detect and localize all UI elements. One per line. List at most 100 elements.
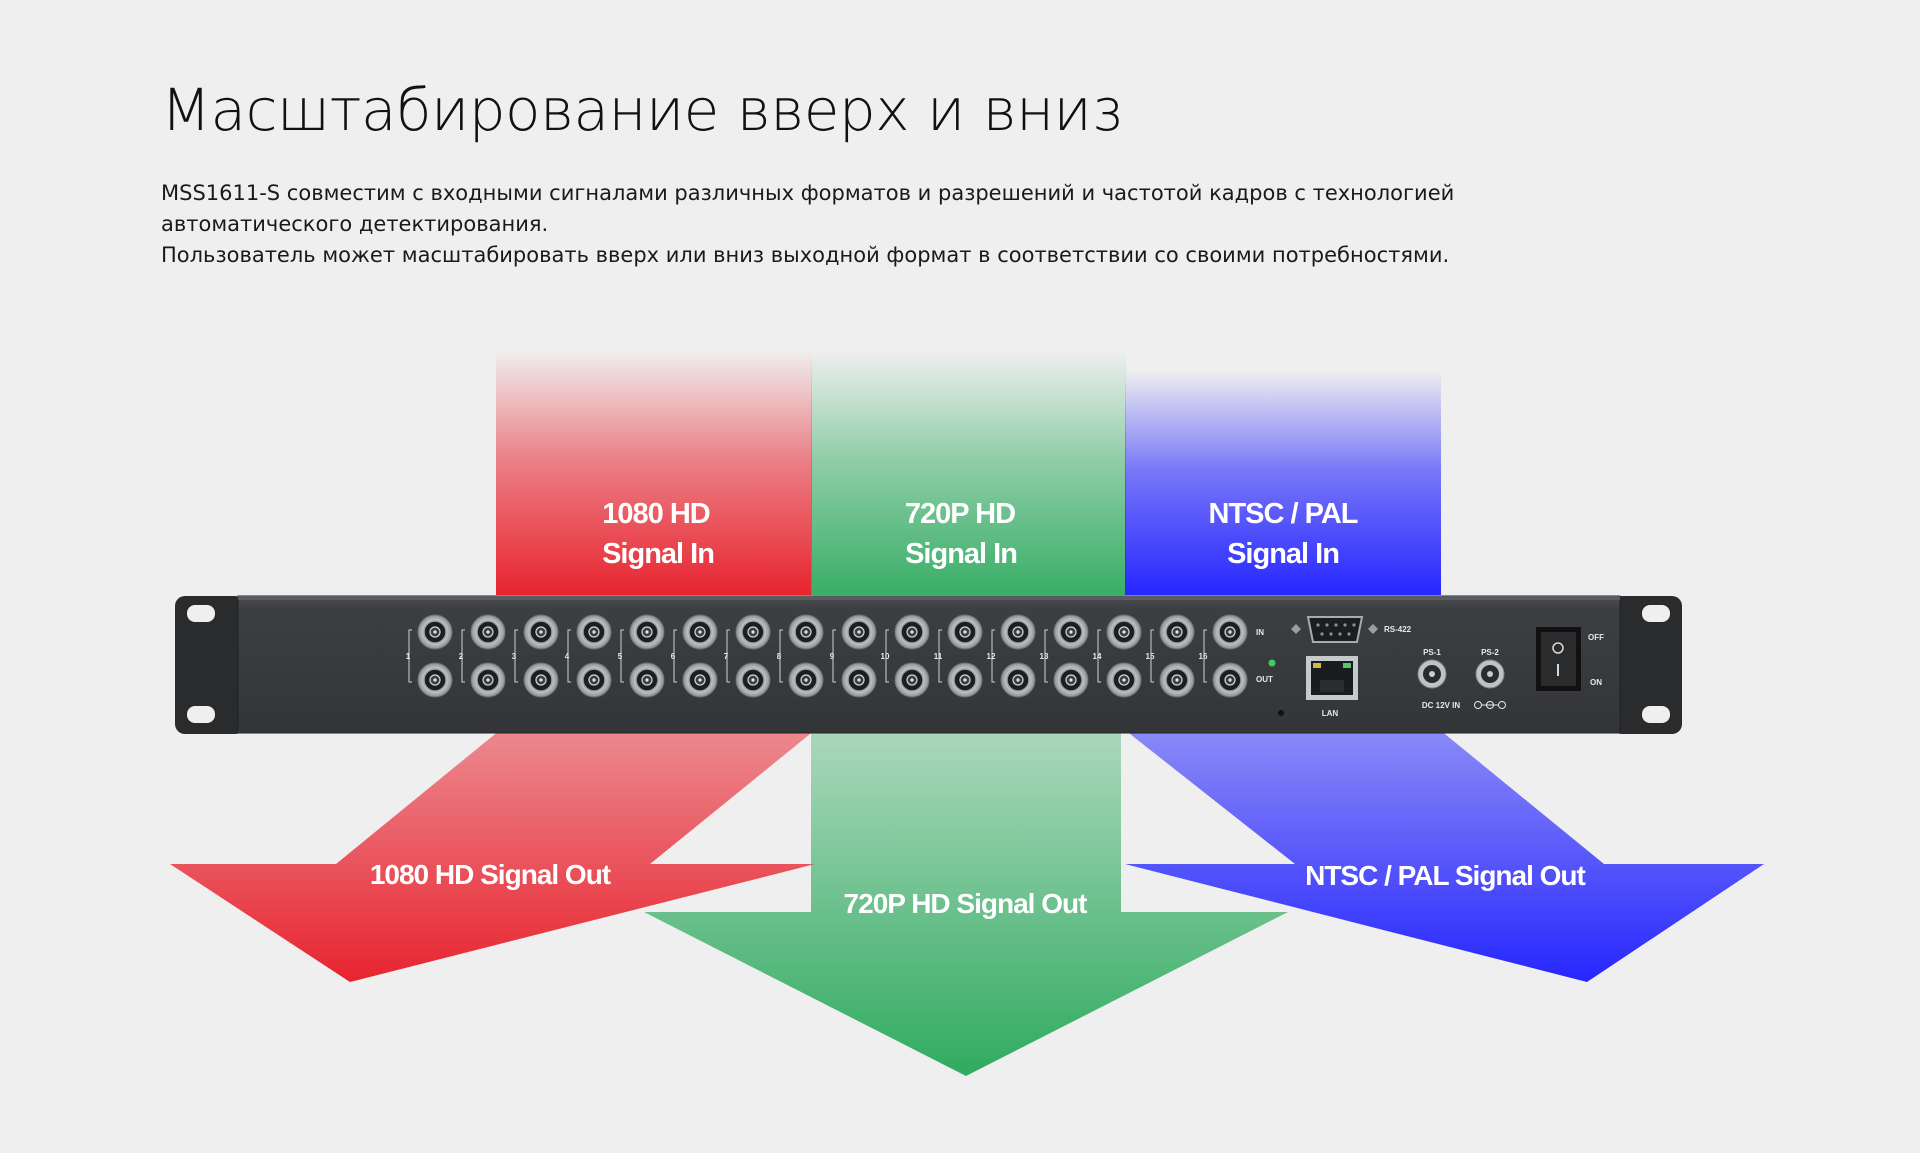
lan-label: LAN [1322, 709, 1339, 718]
channel-bracket [1150, 629, 1154, 683]
bnc-out-connector [894, 662, 930, 698]
bnc-in-connector [1159, 614, 1195, 650]
channel-bracket [461, 629, 465, 683]
bnc-in-connector [894, 614, 930, 650]
bnc-out-connector [1212, 662, 1248, 698]
channel-number: 3 [512, 652, 517, 661]
polarity-icon [1474, 701, 1506, 709]
bnc-out-connector [417, 662, 453, 698]
channel-bracket [779, 629, 783, 683]
device-top-edge [238, 596, 1620, 600]
mount-hole-bl [187, 706, 215, 723]
device-body [237, 595, 1621, 734]
channel-number: 6 [671, 652, 676, 661]
input-label-1080hd-line2: Signal In [602, 538, 714, 570]
status-led [1268, 659, 1276, 667]
page-title: Масштабирование вверх и вниз [161, 76, 1123, 144]
bnc-in-connector [1106, 614, 1142, 650]
description-paragraph-1: MSS1611-S совместим с входными сигналами… [161, 181, 1455, 236]
mount-hole-br [1642, 706, 1670, 723]
in-row-label: IN [1256, 628, 1264, 637]
description-paragraph-2: Пользователь может масштабировать вверх … [161, 243, 1450, 267]
ps1-label: PS-1 [1423, 648, 1441, 657]
power-switch [1536, 627, 1581, 691]
bnc-in-connector [523, 614, 559, 650]
bnc-out-connector [735, 662, 771, 698]
bnc-out-connector [841, 662, 877, 698]
ps2-connector [1475, 659, 1505, 689]
channel-bracket [991, 629, 995, 683]
channel-bracket [408, 629, 412, 683]
bnc-in-connector [947, 614, 983, 650]
bnc-in-connector [417, 614, 453, 650]
channel-bracket [1203, 629, 1207, 683]
channel-number: 5 [618, 652, 623, 661]
channel-bracket [885, 629, 889, 683]
bnc-in-connector [1212, 614, 1248, 650]
channel-bracket [567, 629, 571, 683]
input-label-720p-line1: 720P HD [905, 498, 1015, 530]
bnc-out-connector [788, 662, 824, 698]
bnc-out-connector [1000, 662, 1036, 698]
channel-number: 4 [565, 652, 570, 661]
channel-number: 11 [934, 652, 943, 661]
rack-ear-left [175, 596, 245, 734]
channel-number: 15 [1146, 652, 1155, 661]
output-arrow-1080hd [170, 730, 815, 982]
bnc-out-connector [682, 662, 718, 698]
output-arrow-ntsc [1125, 730, 1764, 982]
ps1-connector [1417, 659, 1447, 689]
channel-number: 10 [881, 652, 890, 661]
channel-number: 1 [406, 652, 411, 661]
bnc-in-connector [1053, 614, 1089, 650]
bnc-out-connector [947, 662, 983, 698]
rs422-port [1291, 616, 1378, 643]
channel-number: 16 [1199, 652, 1208, 661]
bnc-out-connector [1159, 662, 1195, 698]
output-label-ntsc: NTSC / PAL Signal Out [1305, 860, 1585, 891]
channel-number: 7 [724, 652, 729, 661]
lan-port [1306, 656, 1358, 700]
channel-bracket [673, 629, 677, 683]
input-label-ntsc-line1: NTSC / PAL [1209, 498, 1358, 530]
output-label-720p: 720P HD Signal Out [844, 888, 1088, 919]
bnc-out-connector [523, 662, 559, 698]
input-label-ntsc-line2: Signal In [1227, 538, 1339, 570]
bnc-out-connector [576, 662, 612, 698]
mount-hole-tl [187, 605, 215, 622]
input-band-ntsc [1125, 370, 1441, 595]
switch-off-label: OFF [1588, 633, 1604, 642]
bnc-in-connector [576, 614, 612, 650]
channel-bracket [1097, 629, 1101, 683]
channel-number: 2 [459, 652, 464, 661]
bnc-out-connector [629, 662, 665, 698]
rack-ear-right [1612, 596, 1682, 734]
output-label-1080hd: 1080 HD Signal Out [370, 859, 611, 890]
out-row-label: OUT [1256, 675, 1273, 684]
channel-number: 9 [830, 652, 835, 661]
ps2-label: PS-2 [1481, 648, 1499, 657]
bnc-in-connector [841, 614, 877, 650]
channel-number: 13 [1040, 652, 1049, 661]
channel-bracket [514, 629, 518, 683]
bnc-in-connector [682, 614, 718, 650]
switch-on-label: ON [1590, 678, 1602, 687]
channel-bracket [726, 629, 730, 683]
bnc-in-connector [735, 614, 771, 650]
reset-button [1278, 710, 1284, 716]
description: MSS1611-S совместим с входными сигналами… [161, 178, 1561, 271]
bnc-in-connector [1000, 614, 1036, 650]
rs422-label: RS-422 [1384, 625, 1412, 634]
channel-bracket [832, 629, 836, 683]
bnc-out-connector [1106, 662, 1142, 698]
channel-bracket [938, 629, 942, 683]
input-band-1080hd [496, 350, 812, 595]
bnc-in-connector [470, 614, 506, 650]
input-label-720p-line2: Signal In [905, 538, 1017, 570]
bnc-out-connector [470, 662, 506, 698]
bnc-out-connector [1053, 662, 1089, 698]
